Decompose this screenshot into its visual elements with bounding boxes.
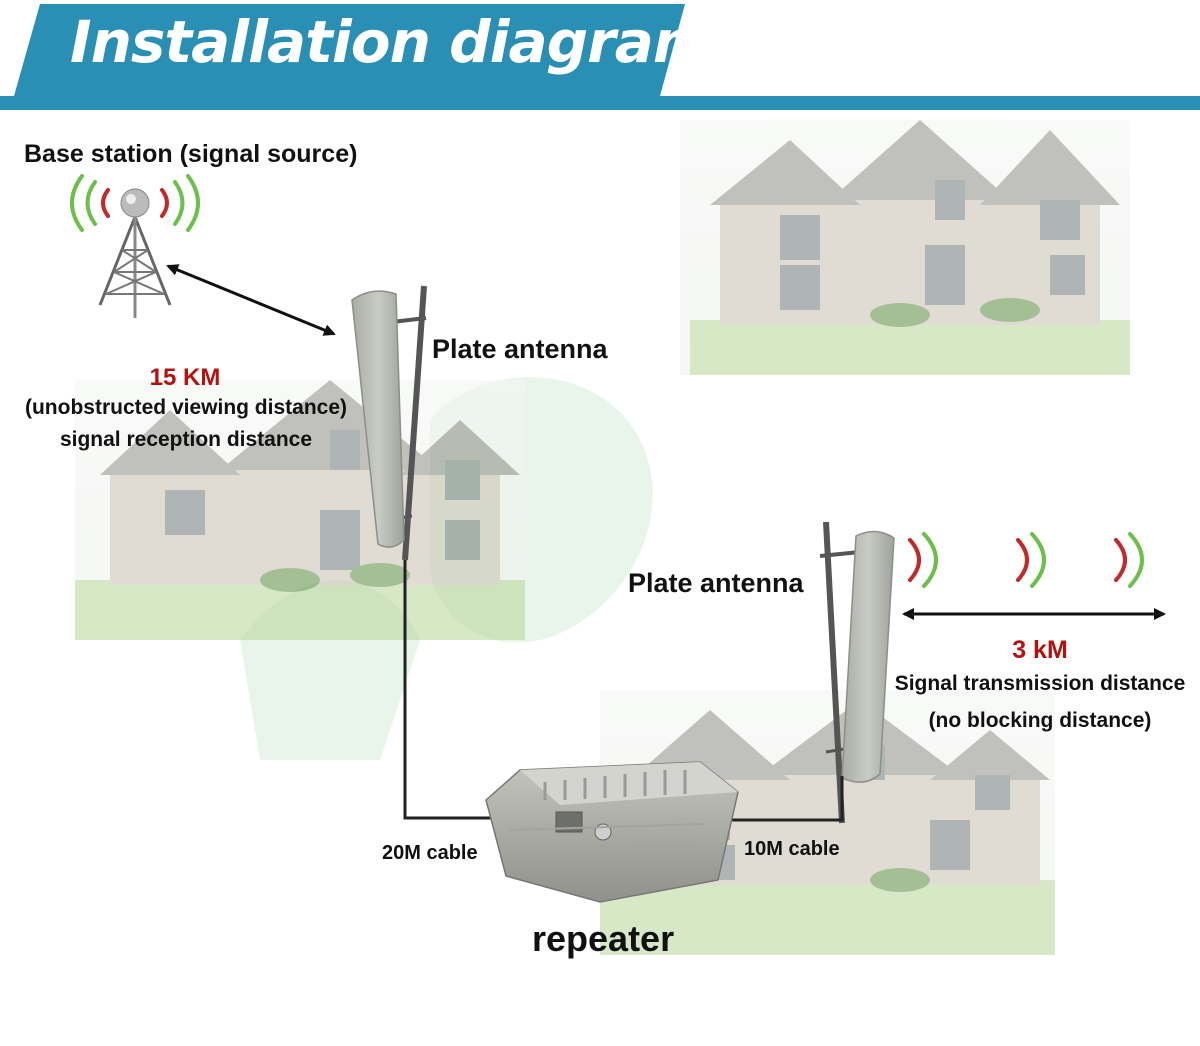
transmission-note-1: Signal transmission distance	[894, 672, 1186, 695]
base-station-note-1: (unobstructed viewing distance)	[24, 396, 348, 419]
house-top-right	[680, 120, 1130, 375]
tower-waves	[70, 174, 200, 232]
cable-20m-label: 20M cable	[382, 842, 478, 864]
page-title: Installation diagram	[70, 8, 713, 76]
cable-10m-label: 10M cable	[744, 838, 840, 860]
repeater-label: repeater	[532, 918, 675, 959]
transmission-note-2: (no blocking distance)	[928, 709, 1152, 732]
base-station-label: Base station (signal source)	[24, 140, 358, 168]
tower-icon	[98, 188, 172, 318]
cable-10m	[708, 776, 844, 822]
cable-20m	[403, 560, 498, 820]
house-middle-left	[75, 380, 525, 640]
transmission-waves	[908, 532, 1144, 588]
repeater-unit	[485, 761, 739, 903]
indoor-plate-antenna	[819, 521, 895, 824]
header-banner: Installation diagram	[0, 0, 1200, 110]
indoor-antenna-label: Plate antenna	[628, 568, 804, 598]
link-arrow-15km	[166, 264, 336, 336]
outdoor-antenna-label: Plate antenna	[432, 334, 608, 364]
base-station-distance: 15 KM	[149, 364, 221, 391]
outdoor-plate-antenna	[351, 285, 427, 561]
transmission-distance: 3 kM	[1012, 636, 1068, 664]
base-station-note-2: signal reception distance	[59, 428, 313, 451]
banner-shape	[0, 4, 1200, 110]
